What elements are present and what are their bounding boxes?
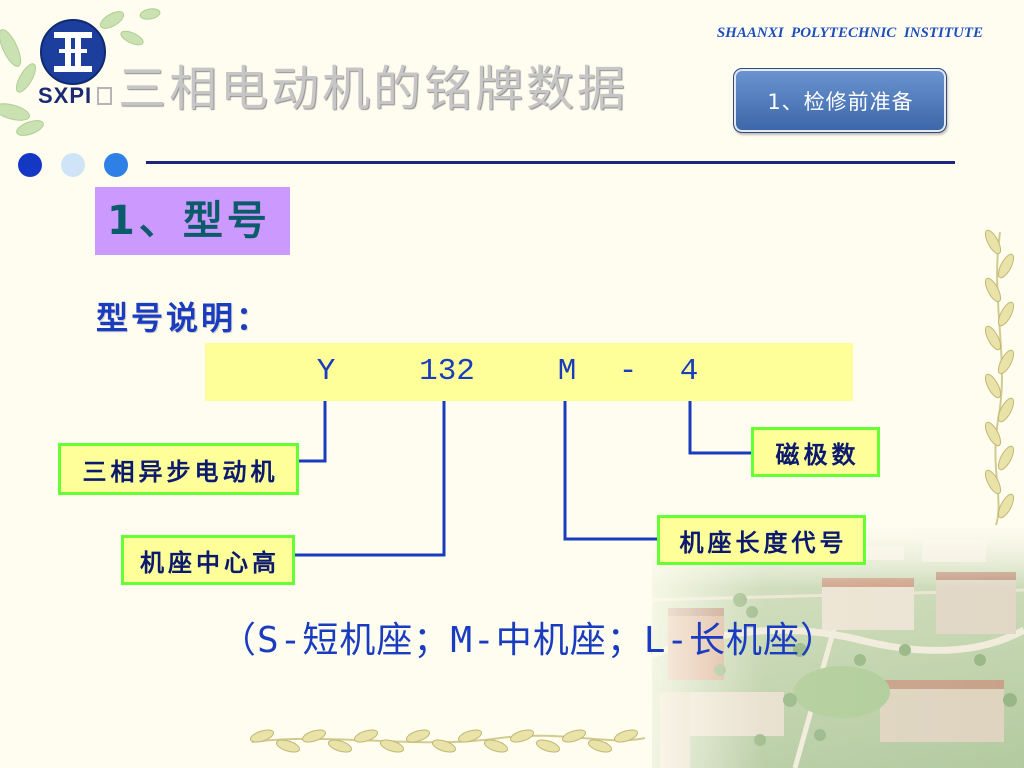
vine-leaf-decoration bbox=[997, 493, 1015, 519]
callout-center-height: 机座中心高 bbox=[121, 535, 295, 585]
vine-leaf-decoration bbox=[984, 421, 1002, 447]
sxpi-logo-icon bbox=[38, 18, 108, 86]
connector-motor-type bbox=[299, 401, 327, 463]
model-code-center-height: 132 bbox=[419, 354, 475, 389]
connector-pole-count bbox=[688, 401, 751, 455]
vine-leaf-decoration bbox=[535, 739, 561, 753]
square-bullet-icon bbox=[97, 87, 112, 105]
vine-leaf-decoration bbox=[997, 301, 1015, 327]
vine-leaf-decoration bbox=[457, 729, 483, 743]
vine-leaf-decoration bbox=[984, 229, 1002, 255]
green-leaf-decoration bbox=[0, 29, 22, 67]
vine-leaf-decoration bbox=[997, 445, 1015, 471]
frame-length-note: （S-短机座；M-中机座；L-长机座） bbox=[220, 620, 838, 661]
dot-dark-blue-icon bbox=[18, 153, 42, 177]
model-intro-label: 型号说明： bbox=[96, 299, 272, 337]
callout-pole-count: 磁极数 bbox=[751, 427, 880, 477]
photo-fade-top bbox=[652, 528, 1024, 768]
vine-leaf-decoration bbox=[984, 277, 1002, 303]
callout-motor-type: 三相异步电动机 bbox=[58, 443, 299, 495]
vine-leaves-right bbox=[984, 229, 1015, 519]
vine-leaf-decoration bbox=[301, 729, 327, 743]
model-code-frame-length: M bbox=[557, 354, 577, 389]
vine-leaf-decoration bbox=[353, 729, 379, 743]
vine-leaf-decoration bbox=[431, 739, 457, 753]
vine-leaf-decoration bbox=[249, 729, 275, 743]
green-leaf-decoration bbox=[16, 120, 44, 136]
prep-before-repair-button[interactable]: 1、检修前准备 bbox=[733, 68, 947, 133]
green-leaf-decoration bbox=[139, 8, 161, 20]
model-code-series: Y bbox=[316, 354, 336, 389]
model-code-poles: 4 bbox=[679, 354, 699, 389]
vine-leaves-bottom bbox=[249, 729, 639, 753]
vine-leaf-decoration bbox=[483, 739, 509, 753]
vine-leaf-decoration bbox=[984, 325, 1002, 351]
green-leaf-decoration bbox=[120, 30, 144, 46]
header-divider bbox=[146, 161, 955, 164]
section-heading: 1、型号 bbox=[107, 198, 271, 244]
vine-leaf-decoration bbox=[587, 739, 613, 753]
vine-leaf-decoration bbox=[327, 739, 353, 753]
vine-leaf-decoration bbox=[509, 729, 535, 743]
vine-leaf-decoration bbox=[379, 739, 405, 753]
vine-leaf-decoration bbox=[405, 729, 431, 743]
model-code-bar bbox=[205, 343, 853, 401]
logo-text: SXPI bbox=[38, 83, 93, 108]
slide-title: 三相电动机的铭牌数据 bbox=[118, 61, 629, 117]
dot-blue-icon bbox=[104, 153, 128, 177]
section-heading-box bbox=[95, 187, 290, 255]
green-leaf-decoration bbox=[99, 11, 125, 29]
vine-leaf-decoration bbox=[997, 397, 1015, 423]
vine-leaf-decoration bbox=[561, 729, 587, 743]
green-leaf-decoration bbox=[0, 103, 30, 121]
model-code-dash: - bbox=[618, 354, 638, 389]
connector-frame-length-code bbox=[563, 401, 657, 541]
vine-decoration-right bbox=[984, 229, 1015, 526]
institute-name: SHAANXI POLYTECHNIC INSTITUTE bbox=[716, 25, 983, 41]
vine-leaf-decoration bbox=[613, 729, 639, 743]
leaf-decoration-top-left bbox=[0, 8, 161, 136]
connector-center-height bbox=[295, 401, 446, 557]
vine-leaf-decoration bbox=[997, 349, 1015, 375]
vine-leaf-decoration bbox=[984, 469, 1002, 495]
callout-frame-length-code: 机座长度代号 bbox=[657, 515, 866, 565]
green-leaf-decoration bbox=[15, 63, 37, 93]
vine-decoration-bottom bbox=[249, 729, 646, 753]
vine-leaf-decoration bbox=[997, 253, 1015, 279]
vine-leaf-decoration bbox=[275, 739, 301, 753]
dot-light-blue-icon bbox=[61, 153, 85, 177]
vine-leaf-decoration bbox=[984, 373, 1002, 399]
